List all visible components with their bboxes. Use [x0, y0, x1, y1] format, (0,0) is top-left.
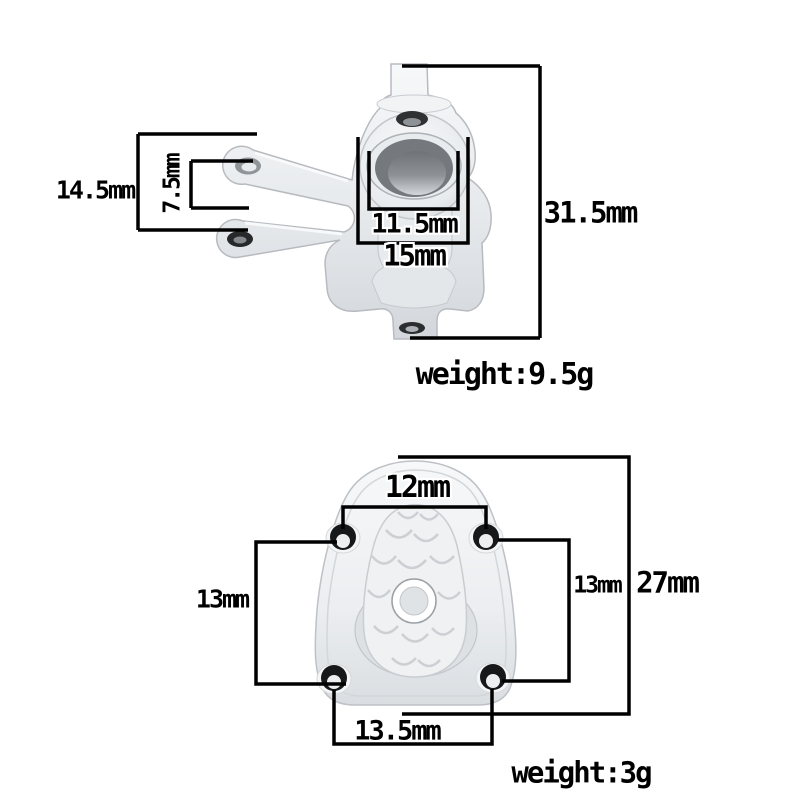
dim-label-cover-right-span: 13mm	[573, 572, 622, 599]
steering-knuckle-photo	[215, 63, 492, 340]
knuckle-weight-label: weight:9.5g	[415, 357, 595, 392]
dim-line-12	[341, 505, 488, 529]
dim-line-15	[356, 137, 470, 245]
dim-line-27	[398, 455, 631, 716]
cover-weight-label: weight:3g	[511, 755, 652, 790]
dim-label-fork-height: 14.5mm	[55, 175, 136, 205]
cover-dimension-lines	[254, 455, 631, 746]
dim-label-cover-top-span: 12mm	[384, 470, 451, 505]
dim-label-cover-height: 27mm	[636, 565, 700, 600]
dim-label-hole-offset: 7.5mm	[159, 154, 186, 214]
dim-label-cover-bottom-span: 13.5mm	[354, 715, 442, 747]
dim-label-cover-left-span: 13mm	[195, 584, 250, 614]
bottom-stub-hole	[399, 322, 425, 334]
dim-line-7-5	[189, 159, 253, 210]
knuckle-dimension-lines	[136, 64, 542, 340]
dim-line-14-5	[136, 132, 257, 232]
scale-pattern	[367, 511, 461, 668]
dim-line-13-left	[254, 540, 346, 686]
lower-arm-hole	[227, 231, 253, 247]
dim-line-13-right	[498, 538, 571, 683]
dim-label-bore-diameter: 11.5mm	[371, 208, 459, 240]
dim-line-13-5	[332, 689, 494, 746]
dim-line-31-5	[402, 64, 542, 340]
kingpin-bore	[366, 132, 462, 200]
cover-screw-holes	[316, 522, 511, 695]
dim-label-boss-width: 15mm	[383, 238, 447, 273]
portal-cover-photo	[314, 460, 517, 706]
cover-center-hole	[391, 578, 437, 624]
dim-label-knuckle-height: 31.5mm	[543, 195, 639, 230]
dim-line-11-5	[367, 151, 460, 211]
